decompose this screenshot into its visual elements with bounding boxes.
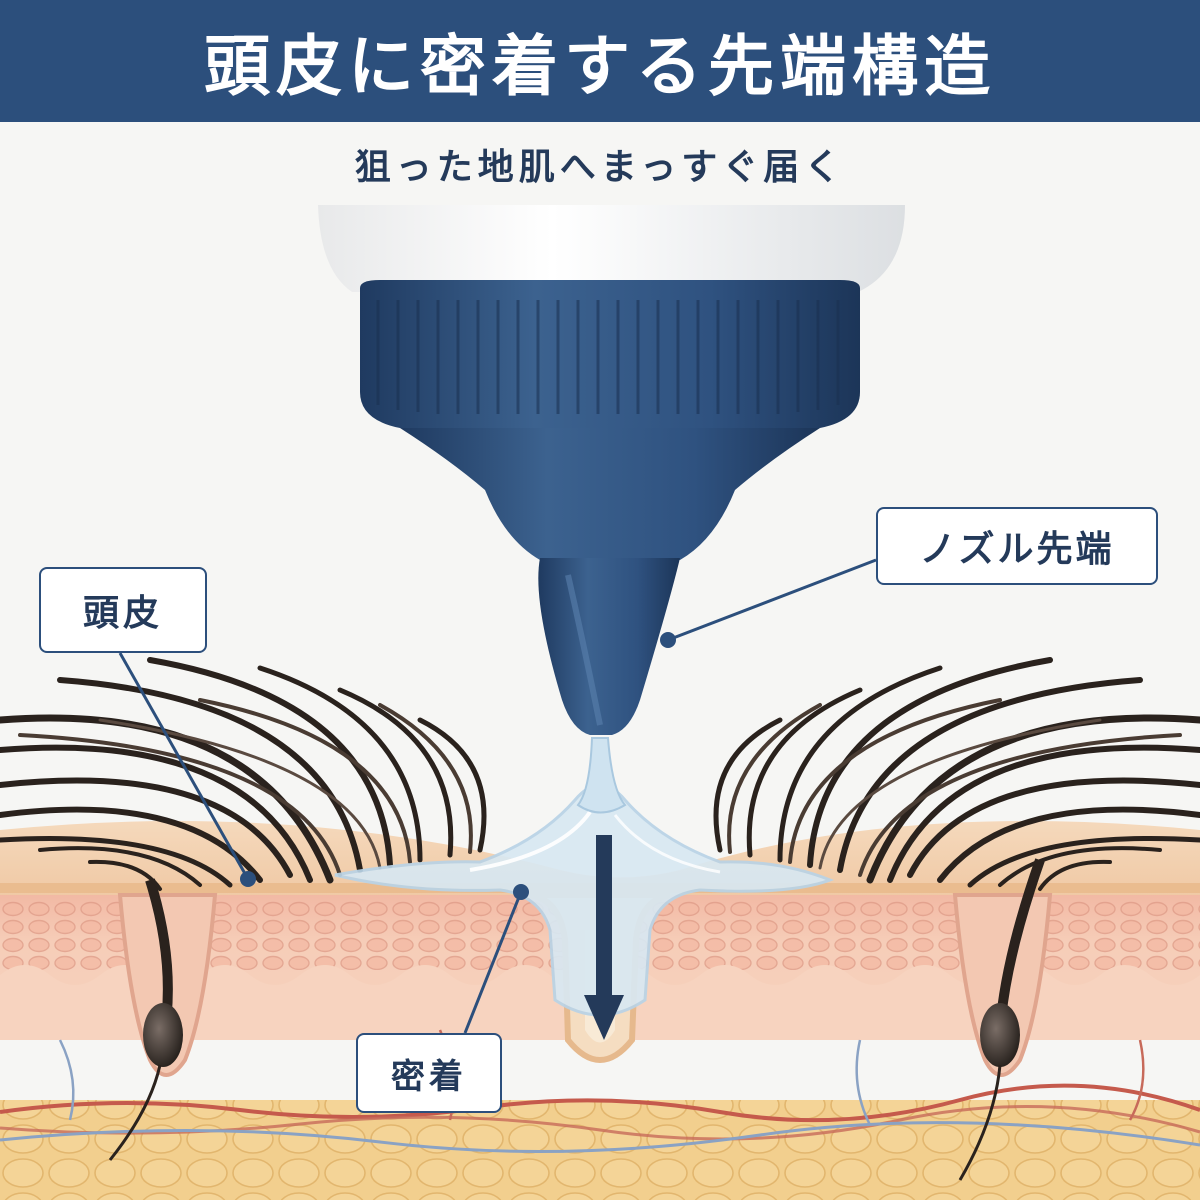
bottle-body (318, 205, 905, 292)
callout-dot-nozzle (660, 632, 676, 648)
gel-droplet (576, 737, 627, 814)
callout-dot-adhesion (513, 884, 529, 900)
bottle-cap (360, 280, 860, 428)
callout-dot-scalp (240, 871, 256, 887)
down-arrow-icon (584, 835, 624, 1040)
hair-follicle-right (952, 858, 1053, 1181)
hair-right (713, 657, 1200, 891)
gel-puddle (334, 783, 835, 1017)
title-banner: 頭皮に密着する先端構造 (0, 0, 1200, 122)
callout-line-adhesion (463, 891, 523, 1034)
label-scalp: 頭皮 (39, 567, 207, 653)
nozzle-cone (400, 428, 820, 560)
label-adhesion: 密着 (356, 1033, 502, 1113)
page-title: 頭皮に密着する先端構造 (204, 28, 996, 105)
blood-vessel-blue (0, 1121, 1200, 1153)
cap-ridges (376, 300, 840, 414)
callout-line-scalp (118, 652, 250, 880)
callout-line-nozzle (667, 558, 877, 642)
nozzle-tip (538, 558, 680, 735)
subtitle: 狙った地肌へまっすぐ届く (354, 147, 846, 188)
hair-follicle-left (108, 878, 218, 1161)
label-nozzle-tip: ノズル先端 (876, 507, 1158, 585)
blood-vessel (0, 1083, 1200, 1123)
